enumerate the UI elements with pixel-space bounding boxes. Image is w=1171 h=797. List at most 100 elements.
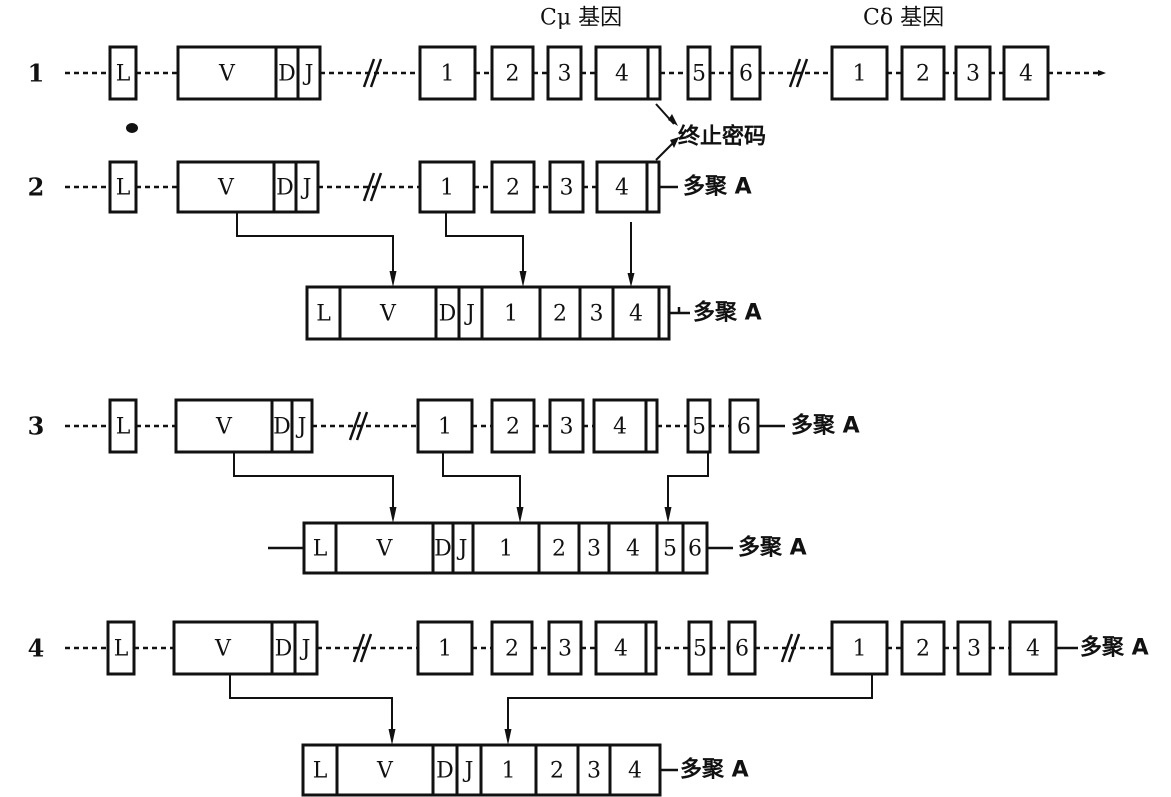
segment-V: V	[335, 743, 435, 797]
segment-label: 4	[629, 302, 643, 327]
segment-L: L	[301, 743, 339, 797]
stop-codon-annotation: 终止密码	[655, 103, 766, 161]
segment-label: L	[116, 62, 131, 87]
segment-label: V	[218, 62, 236, 87]
cmu-exon-3: 3	[548, 160, 585, 214]
segment-box	[547, 620, 583, 676]
segment-D: D	[434, 285, 461, 341]
cmu-gene-header: Cμ 基因	[540, 6, 622, 31]
segment-box	[548, 398, 585, 454]
segment-label: 3	[587, 537, 601, 562]
segment-box	[534, 743, 580, 797]
row-number: 1	[28, 59, 45, 88]
segment-box	[657, 285, 671, 341]
segment-L: L	[108, 160, 138, 214]
segment-box	[538, 285, 582, 341]
segment-D: D	[431, 743, 459, 797]
segment-label: D	[439, 302, 457, 327]
cdelta-exon-1: 1	[830, 620, 889, 676]
segment-box	[592, 398, 648, 454]
arrow-right-icon	[1098, 70, 1106, 76]
segment-D: D	[270, 620, 297, 676]
cmu-exon-3: 3	[546, 45, 583, 101]
segment-label: 1	[853, 637, 867, 662]
segment-V: V	[174, 398, 274, 454]
segment-box	[730, 45, 762, 101]
segment-box	[480, 285, 542, 341]
exon-1: 1	[471, 521, 541, 575]
segment-box	[471, 521, 541, 575]
segment-label: J	[463, 759, 474, 784]
cmu-exon-1: 1	[416, 620, 474, 676]
segment-label: V	[214, 637, 232, 662]
segment-label: 5	[692, 62, 706, 87]
stop-segment	[646, 45, 662, 101]
segment-label: 1	[499, 537, 513, 562]
segment-box	[644, 620, 658, 676]
segment-box	[546, 45, 583, 101]
cmu-exon-6: 6	[727, 620, 757, 676]
segment-label: 3	[590, 302, 604, 327]
cmu-exon-4: 4	[594, 45, 650, 101]
segment-box	[172, 620, 274, 676]
segment-label: L	[316, 302, 331, 327]
segment-box	[174, 398, 274, 454]
segment-label: D	[275, 637, 293, 662]
cmu-exon-1: 1	[418, 45, 477, 101]
stop-segment	[644, 620, 658, 676]
break-mark-icon	[788, 58, 809, 88]
cmu-exon-4: 4	[594, 620, 648, 676]
splice-connector	[229, 674, 396, 745]
break-mark-icon	[780, 633, 801, 663]
stop-segment	[657, 285, 671, 341]
segment-box	[954, 45, 992, 101]
segment-label: 1	[441, 62, 455, 87]
stop-segment	[645, 160, 661, 214]
segment-box	[338, 285, 438, 341]
cmu-exon-3: 3	[548, 398, 585, 454]
splice-connector	[504, 674, 873, 745]
segment-J: J	[296, 45, 322, 101]
segment-J: J	[451, 521, 475, 575]
segment-L: L	[108, 45, 138, 101]
segment-label: 4	[615, 62, 629, 87]
segment-label: L	[313, 537, 328, 562]
exon-5: 5	[655, 521, 685, 575]
arrow-icon	[670, 137, 679, 148]
segment-label: 1	[440, 176, 454, 201]
cmu-exon-2: 2	[490, 160, 536, 214]
segment-box	[305, 285, 342, 341]
segment-label: 3	[967, 637, 981, 662]
segment-label: 2	[553, 302, 567, 327]
segment-label: V	[376, 759, 394, 784]
exon-4: 4	[608, 743, 662, 797]
segment-label: D	[434, 537, 452, 562]
segment-box	[576, 743, 612, 797]
segment-box	[176, 160, 276, 214]
segment-label: 2	[916, 637, 930, 662]
segment-label: 2	[552, 537, 566, 562]
segment-label: 4	[628, 759, 642, 784]
segment-L: L	[108, 398, 138, 454]
cdelta-exon-4: 4	[1008, 620, 1058, 676]
segment-box	[645, 160, 661, 214]
segment-box	[490, 620, 534, 676]
exon-1: 1	[479, 743, 538, 797]
poly-a-label: 多聚 A	[683, 174, 752, 200]
segment-label: 3	[558, 637, 572, 662]
segment-box	[1008, 620, 1058, 676]
segment-label: 4	[626, 537, 640, 562]
cmu-exon-5: 5	[686, 45, 712, 101]
segment-label: 3	[966, 62, 980, 87]
arrow-icon	[668, 114, 678, 126]
segment-label: 4	[614, 637, 628, 662]
segment-label: J	[296, 415, 307, 440]
segment-label: J	[300, 637, 311, 662]
segment-label: 2	[506, 415, 520, 440]
segment-box	[595, 160, 649, 214]
cmu-exon-4: 4	[595, 160, 649, 214]
segment-label: 1	[438, 415, 452, 440]
arrow-down-icon	[627, 222, 635, 287]
